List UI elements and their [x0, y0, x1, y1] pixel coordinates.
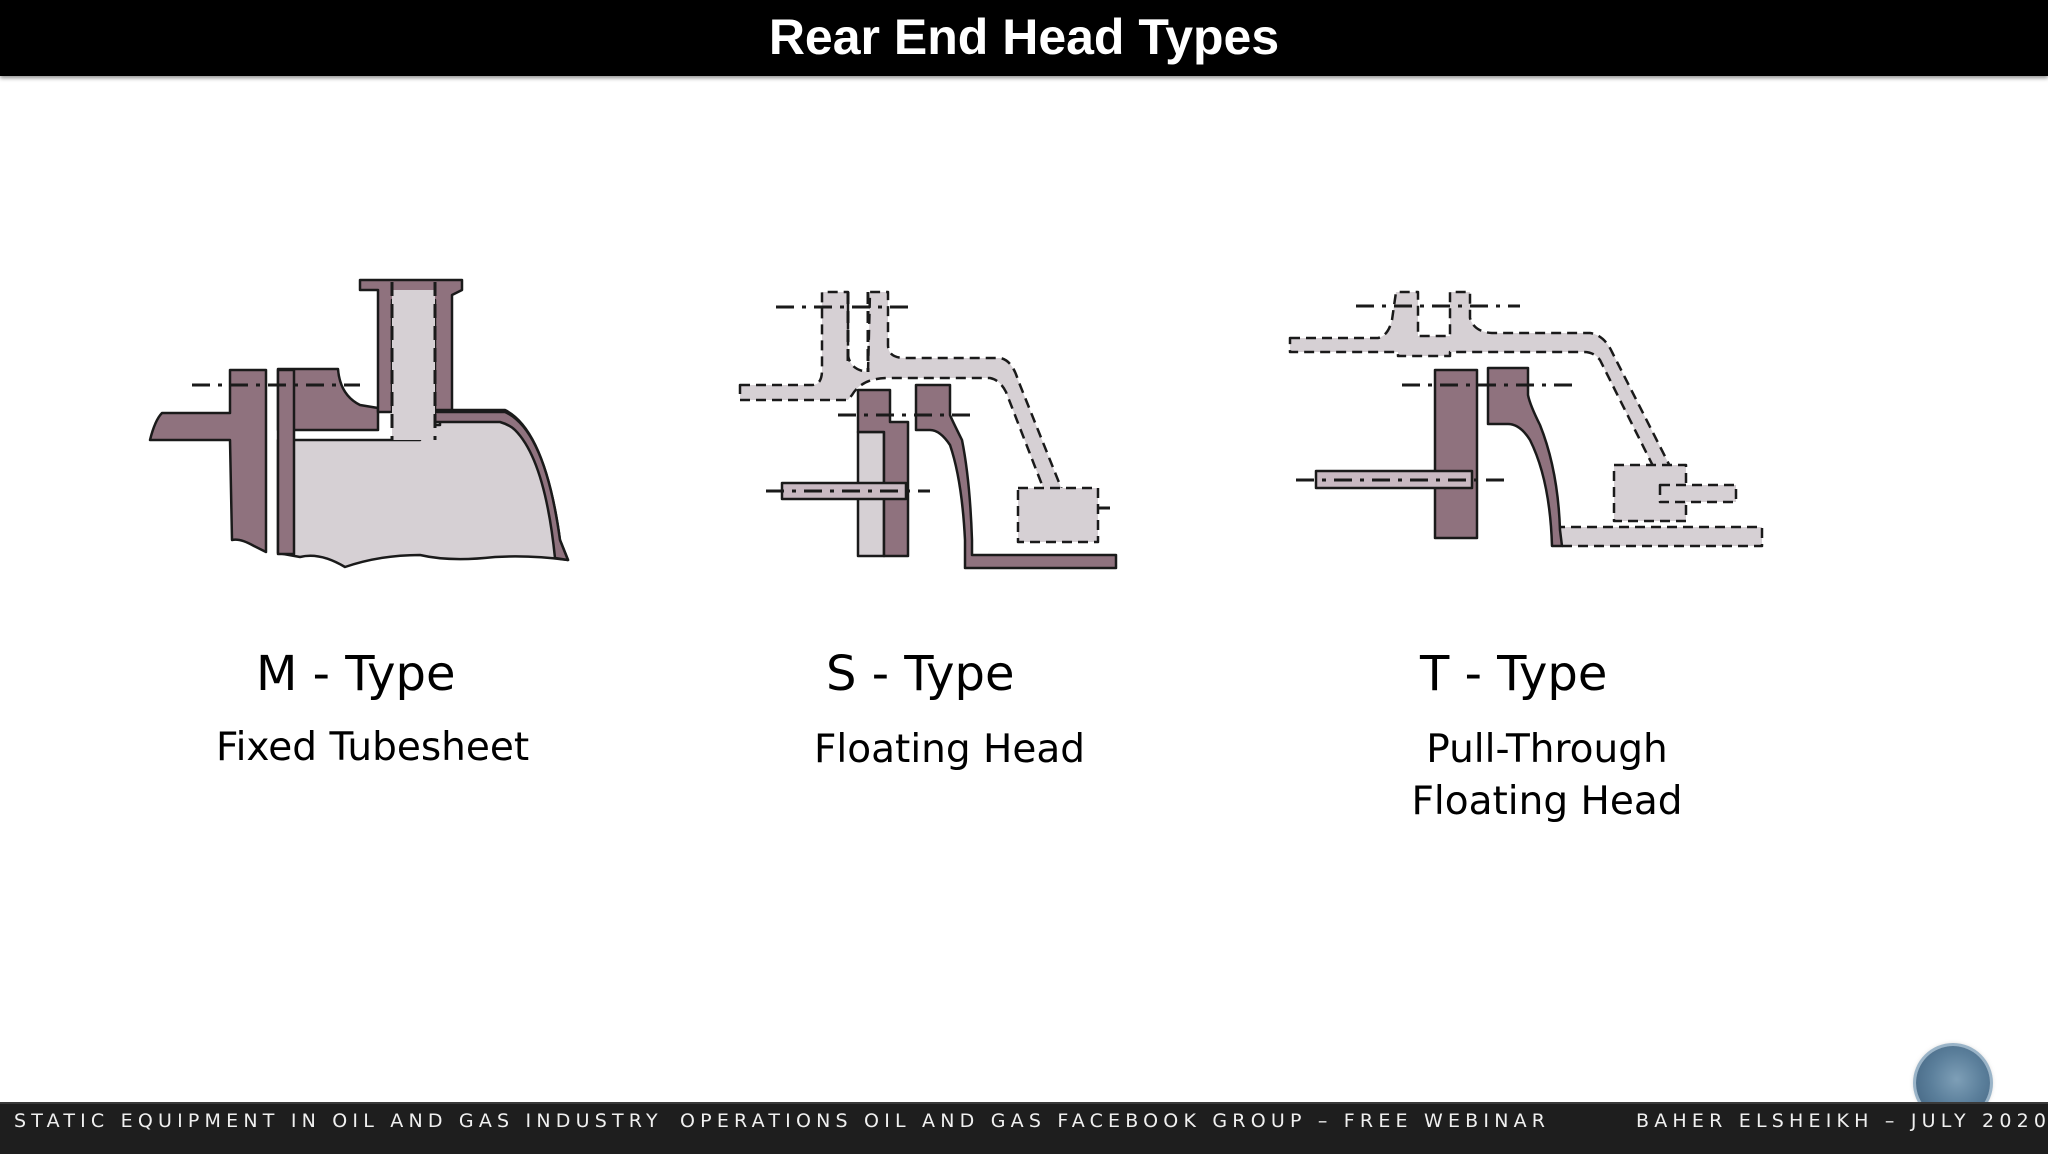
footer-bar: STATIC EQUIPMENT IN OIL AND GAS INDUSTRY…: [0, 1102, 2048, 1154]
t-type-backing-ext: [1658, 483, 1738, 504]
m-type-tubesheet-lower: [276, 368, 296, 556]
rear-end-head-diagram: [148, 278, 1764, 570]
m-type-left-flange: [148, 368, 268, 554]
m-type-description: Fixed Tubesheet: [216, 725, 530, 770]
t-type-shell-cover: [1288, 290, 1680, 492]
slide-title: Rear End Head Types: [768, 9, 1280, 65]
t-type-label: T - Type: [1420, 646, 1608, 702]
s-type-label: S - Type: [826, 646, 1015, 702]
t-type-description-line1: Pull-Through: [1426, 727, 1668, 772]
s-type-cover-dash: [846, 292, 870, 372]
t-type-shell-bottom: [1553, 525, 1764, 548]
m-type-nozzle-bore: [392, 290, 435, 440]
m-type-tubesheet: [276, 367, 380, 432]
t-type-floating-head: [1486, 366, 1564, 548]
t-type-tube: [1314, 469, 1474, 490]
m-type-label: M - Type: [256, 646, 456, 702]
footer-right-text: BAHER ELSHEIKH – JULY 2020: [1636, 1110, 2048, 1132]
footer-center-text: OPERATIONS OIL AND GAS FACEBOOK GROUP – …: [680, 1110, 1551, 1132]
s-type-floating-tubesheet: [856, 388, 910, 558]
t-type-description: Pull-Through Floating Head: [1400, 724, 1694, 828]
s-type-drawing: [738, 290, 1118, 570]
s-type-shell-cover: [738, 290, 1064, 502]
title-bar: Rear End Head Types: [0, 0, 2048, 76]
t-type-drawing: [1288, 290, 1764, 548]
m-type-shell-wall: [433, 410, 570, 562]
t-type-description-line2: Floating Head: [1411, 779, 1683, 824]
s-type-description: Floating Head: [814, 727, 1086, 772]
s-type-backing-device: [1016, 486, 1100, 544]
m-type-nozzle-dash: [390, 282, 437, 440]
t-type-floating-tubesheet: [1433, 368, 1479, 540]
s-type-floating-head: [914, 383, 1118, 570]
m-type-drawing: [148, 278, 570, 569]
footer-left-text: STATIC EQUIPMENT IN OIL AND GAS INDUSTRY: [14, 1110, 663, 1132]
